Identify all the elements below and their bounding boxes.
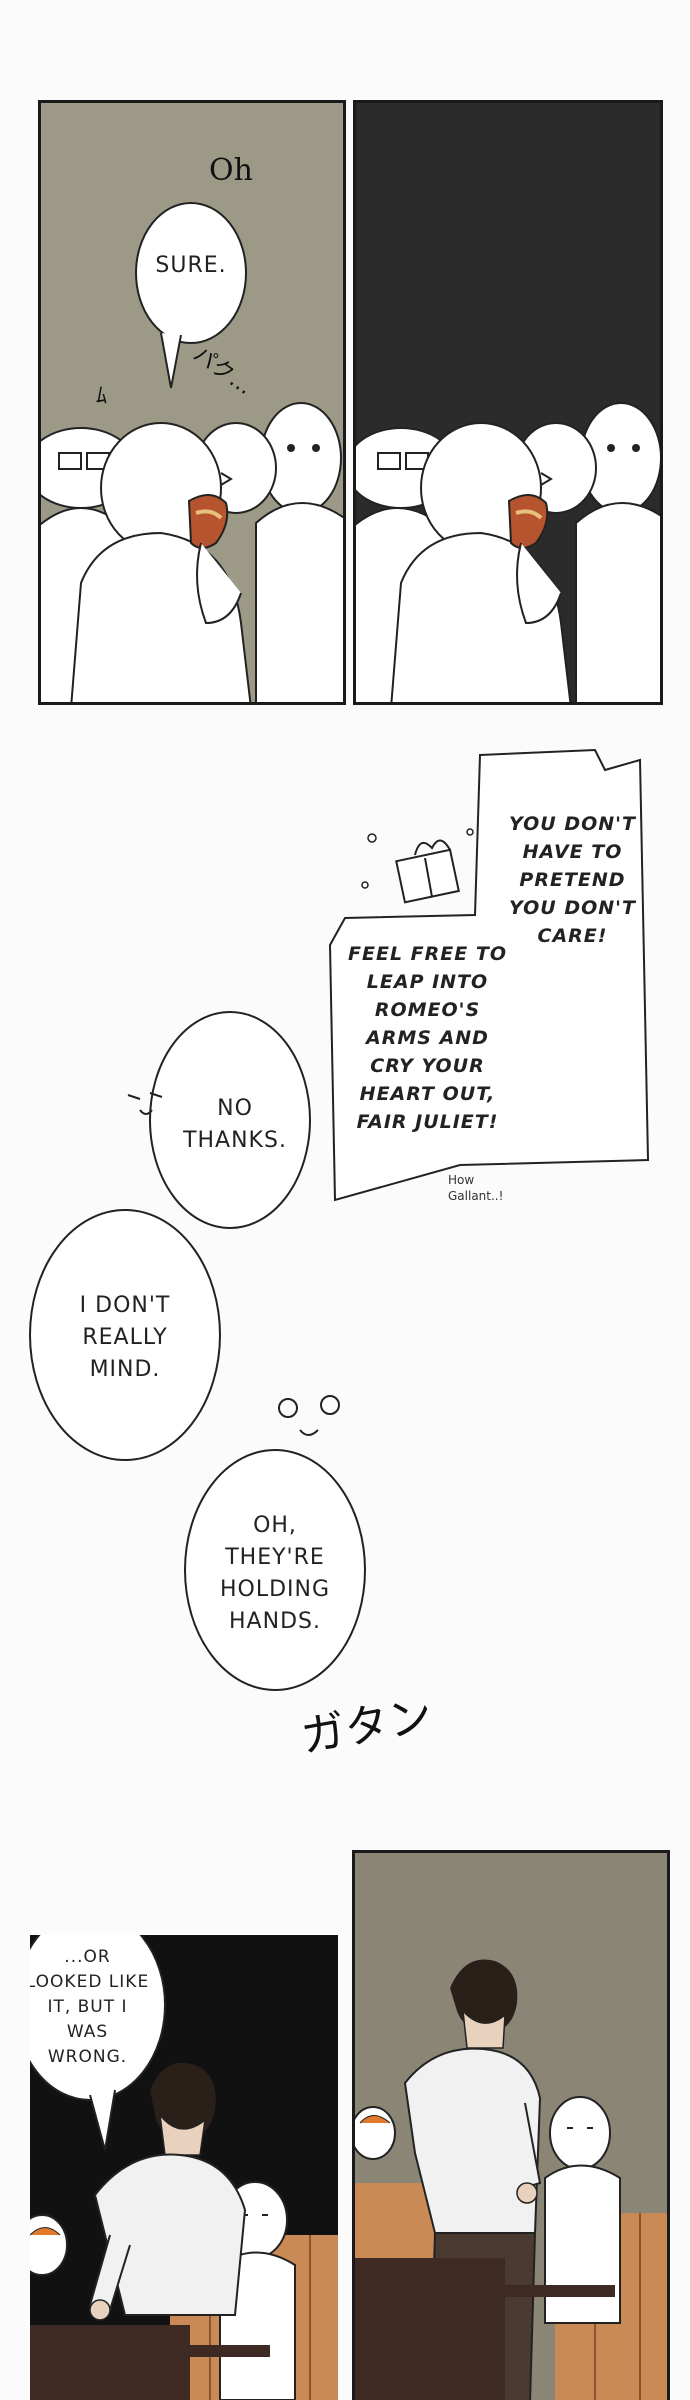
- sfx-oh: Oh: [209, 153, 253, 188]
- panel-4: [352, 1850, 670, 2400]
- reply-bubble-no-thanks: NO THANKS.: [183, 1096, 287, 1153]
- narration-offer-line1: YOU DON'T HAVE TO PRETEND YOU DON'T CARE…: [509, 813, 636, 947]
- panel-3: ...OR LOOKED LIKE IT, BUT I WAS WRONG.: [30, 1935, 338, 2400]
- reply-bubble-dont-mind: I DON'T REALLY MIND.: [79, 1293, 171, 1382]
- observation-bubble: OH, THEY'RE HOLDING HANDS.: [219, 1513, 331, 1634]
- panel-1: Oh SURE. パク… ﾑ: [38, 100, 346, 705]
- narration-offer-line2: FEEL FREE TO LEAP INTO ROMEO'S ARMS AND …: [348, 943, 507, 1133]
- surprised-face-icon: [278, 1395, 340, 1436]
- crowd-illustration-1: [41, 202, 343, 702]
- panel-2: [353, 100, 663, 705]
- crowd-illustration-2: [356, 402, 660, 702]
- gift-icon: [361, 828, 474, 904]
- smug-face-icon: [127, 1092, 163, 1115]
- sfx-small: ﾑ: [96, 384, 108, 409]
- boy-standing-wide-illustration: [355, 1959, 667, 2400]
- speech-bubble-sure: SURE.: [155, 253, 227, 278]
- speech-bubble-wrong: ...OR LOOKED LIKE IT, BUT I WAS WRONG.: [30, 1947, 150, 2067]
- narration-aside: How Gallant..!: [448, 1173, 504, 1203]
- boy-standing-illustration: [30, 1935, 338, 2400]
- narration-bubbles: [29, 748, 650, 1691]
